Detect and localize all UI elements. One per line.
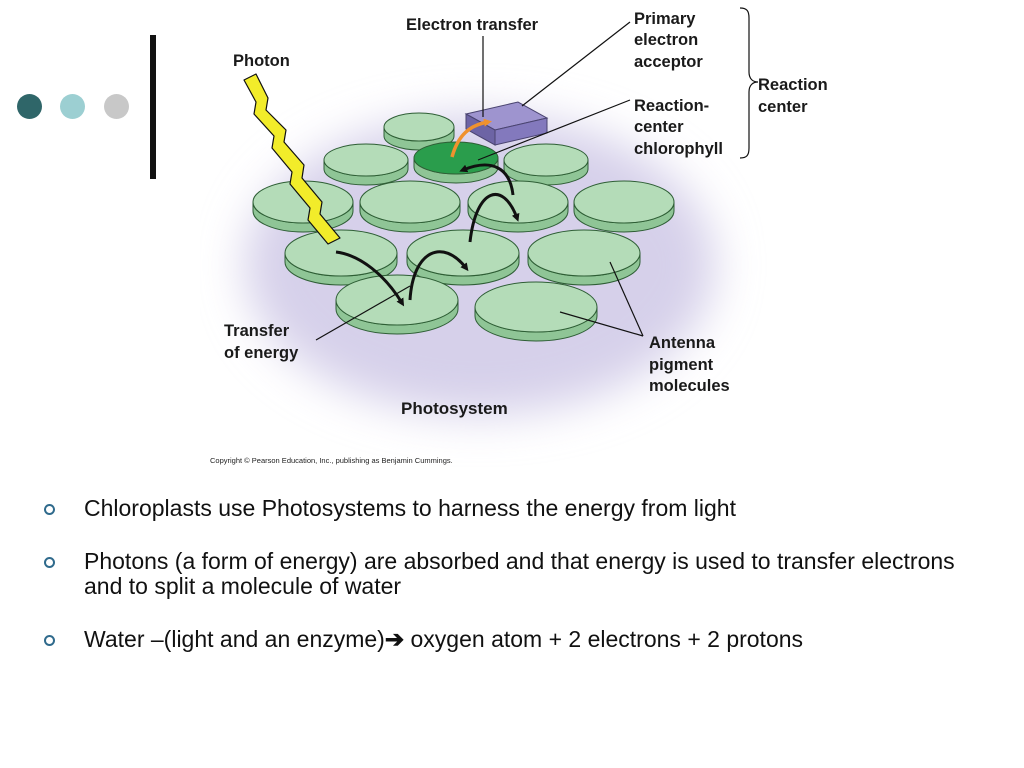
- bullet-list: Chloroplasts use Photosystems to harness…: [44, 496, 984, 680]
- bullet-circle-icon: [44, 504, 55, 515]
- label-reaction-center-line2: center: [758, 98, 808, 116]
- antenna-pigment-disk: [527, 229, 641, 286]
- label-primary-line3: acceptor: [634, 53, 703, 71]
- label-antenna-line2: pigment: [649, 356, 714, 374]
- antenna-pigment-disk: [467, 180, 569, 233]
- bullet-item: Water –(light and an enzyme)➔ oxygen ato…: [44, 627, 984, 652]
- bullet-circle-icon: [44, 635, 55, 646]
- vertical-divider: [150, 35, 156, 179]
- antenna-pigment-disk: [474, 281, 598, 342]
- label-rc-chlorophyll-line2: center: [634, 118, 684, 136]
- label-antenna-line1: Antenna: [649, 334, 716, 352]
- diagram-title: Photosystem: [401, 399, 508, 418]
- copyright-notice: Copyright © Pearson Education, Inc., pub…: [210, 456, 453, 465]
- label-antenna-line3: molecules: [649, 377, 730, 395]
- antenna-pigment-disk: [323, 143, 409, 186]
- antenna-pigment-disk: [503, 143, 589, 186]
- electron-transfer-arrow: [450, 118, 492, 158]
- photosystem-diagram: Electron transfer Photon Primary electro…: [210, 7, 828, 465]
- label-electron-transfer: Electron transfer: [406, 16, 539, 34]
- antenna-pigment-disk: [335, 274, 459, 335]
- decorative-dots: [17, 94, 137, 120]
- photon-lightning-icon: [243, 73, 341, 245]
- bullet-text-after: oxygen atom + 2 electrons + 2 protons: [404, 626, 804, 652]
- bullet-item: Chloroplasts use Photosystems to harness…: [44, 496, 984, 521]
- bullet-text-before: Water –(light and an enzyme): [84, 626, 385, 652]
- label-photon: Photon: [233, 52, 290, 70]
- bullet-item: Photons (a form of energy) are absorbed …: [44, 549, 984, 599]
- bullet-circle-icon: [44, 557, 55, 568]
- label-reaction-center-line1: Reaction: [758, 76, 828, 94]
- label-transfer-line2: of energy: [224, 344, 299, 362]
- dot-light-teal: [60, 94, 85, 119]
- right-arrow-icon: ➔: [384, 626, 405, 652]
- diagram-labels: Electron transfer Photon Primary electro…: [210, 10, 828, 465]
- label-primary-line1: Primary: [634, 10, 696, 28]
- bullet-text: Chloroplasts use Photosystems to harness…: [84, 495, 736, 521]
- antenna-pigment-disk: [359, 180, 461, 233]
- label-rc-chlorophyll-line3: chlorophyll: [634, 140, 723, 158]
- energy-transfer-arrows: [335, 163, 520, 307]
- dot-gray: [104, 94, 129, 119]
- antenna-pigment-disk: [573, 180, 675, 233]
- label-transfer-line1: Transfer: [224, 322, 290, 340]
- dot-dark-teal: [17, 94, 42, 119]
- label-primary-line2: electron: [634, 31, 698, 49]
- bullet-text: Photons (a form of energy) are absorbed …: [84, 548, 955, 599]
- leader-lines: [315, 7, 759, 341]
- antenna-pigment-disk: [406, 229, 520, 286]
- label-rc-chlorophyll-line1: Reaction-: [634, 97, 709, 115]
